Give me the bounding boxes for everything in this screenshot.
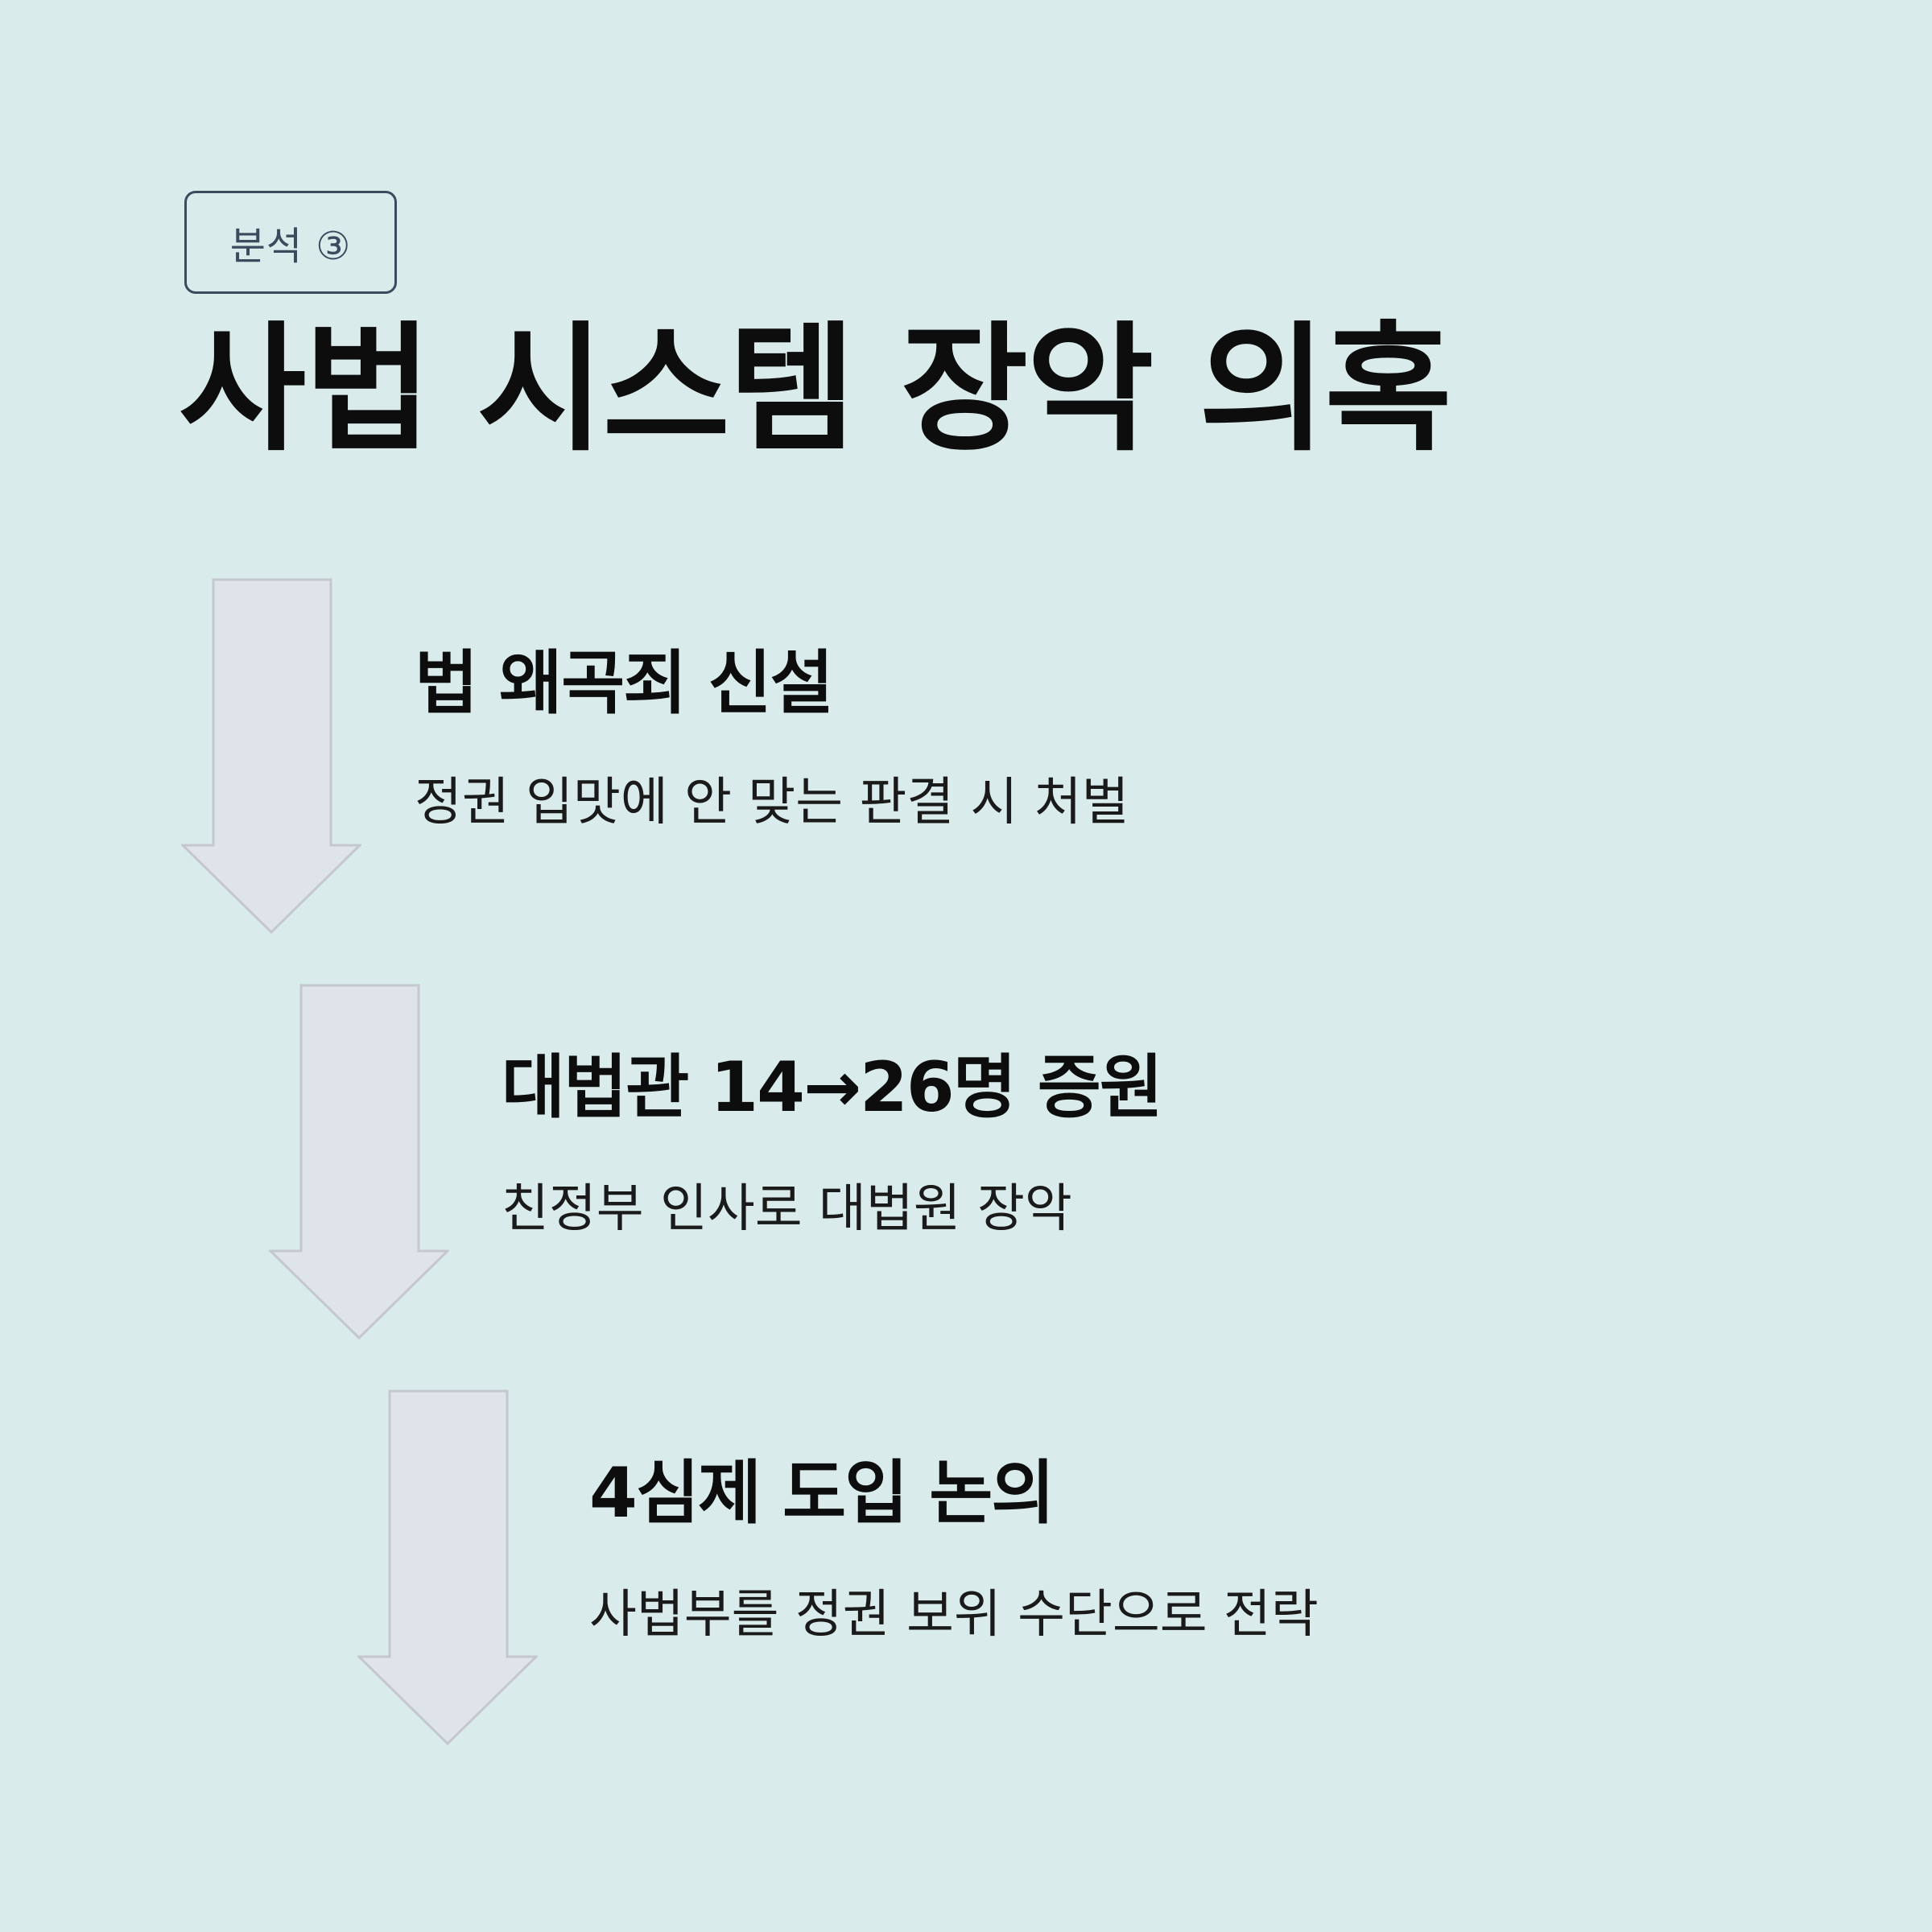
step-3-description: 사법부를 정권 보위 수단으로 전락 — [589, 1585, 1319, 1645]
down-arrow-icon — [269, 984, 449, 1340]
step-2-description: 친정부 인사로 대법원 장악 — [502, 1179, 1072, 1239]
page-title: 사법 시스템 장악 의혹 — [179, 308, 1452, 470]
section-badge: 분석 ③ — [184, 191, 397, 294]
step-1-description: 정권 입맛에 안 맞는 판결 시 처벌 — [415, 773, 1129, 832]
down-arrow-icon — [357, 1389, 538, 1745]
step-1-heading: 법 왜곡죄 신설 — [415, 643, 834, 724]
down-arrow-icon — [181, 578, 361, 934]
step-2-heading: 대법관 14→26명 증원 — [502, 1047, 1163, 1128]
section-badge-label: 분석 ③ — [229, 224, 352, 269]
step-3-heading: 4심제 도입 논의 — [589, 1453, 1055, 1534]
